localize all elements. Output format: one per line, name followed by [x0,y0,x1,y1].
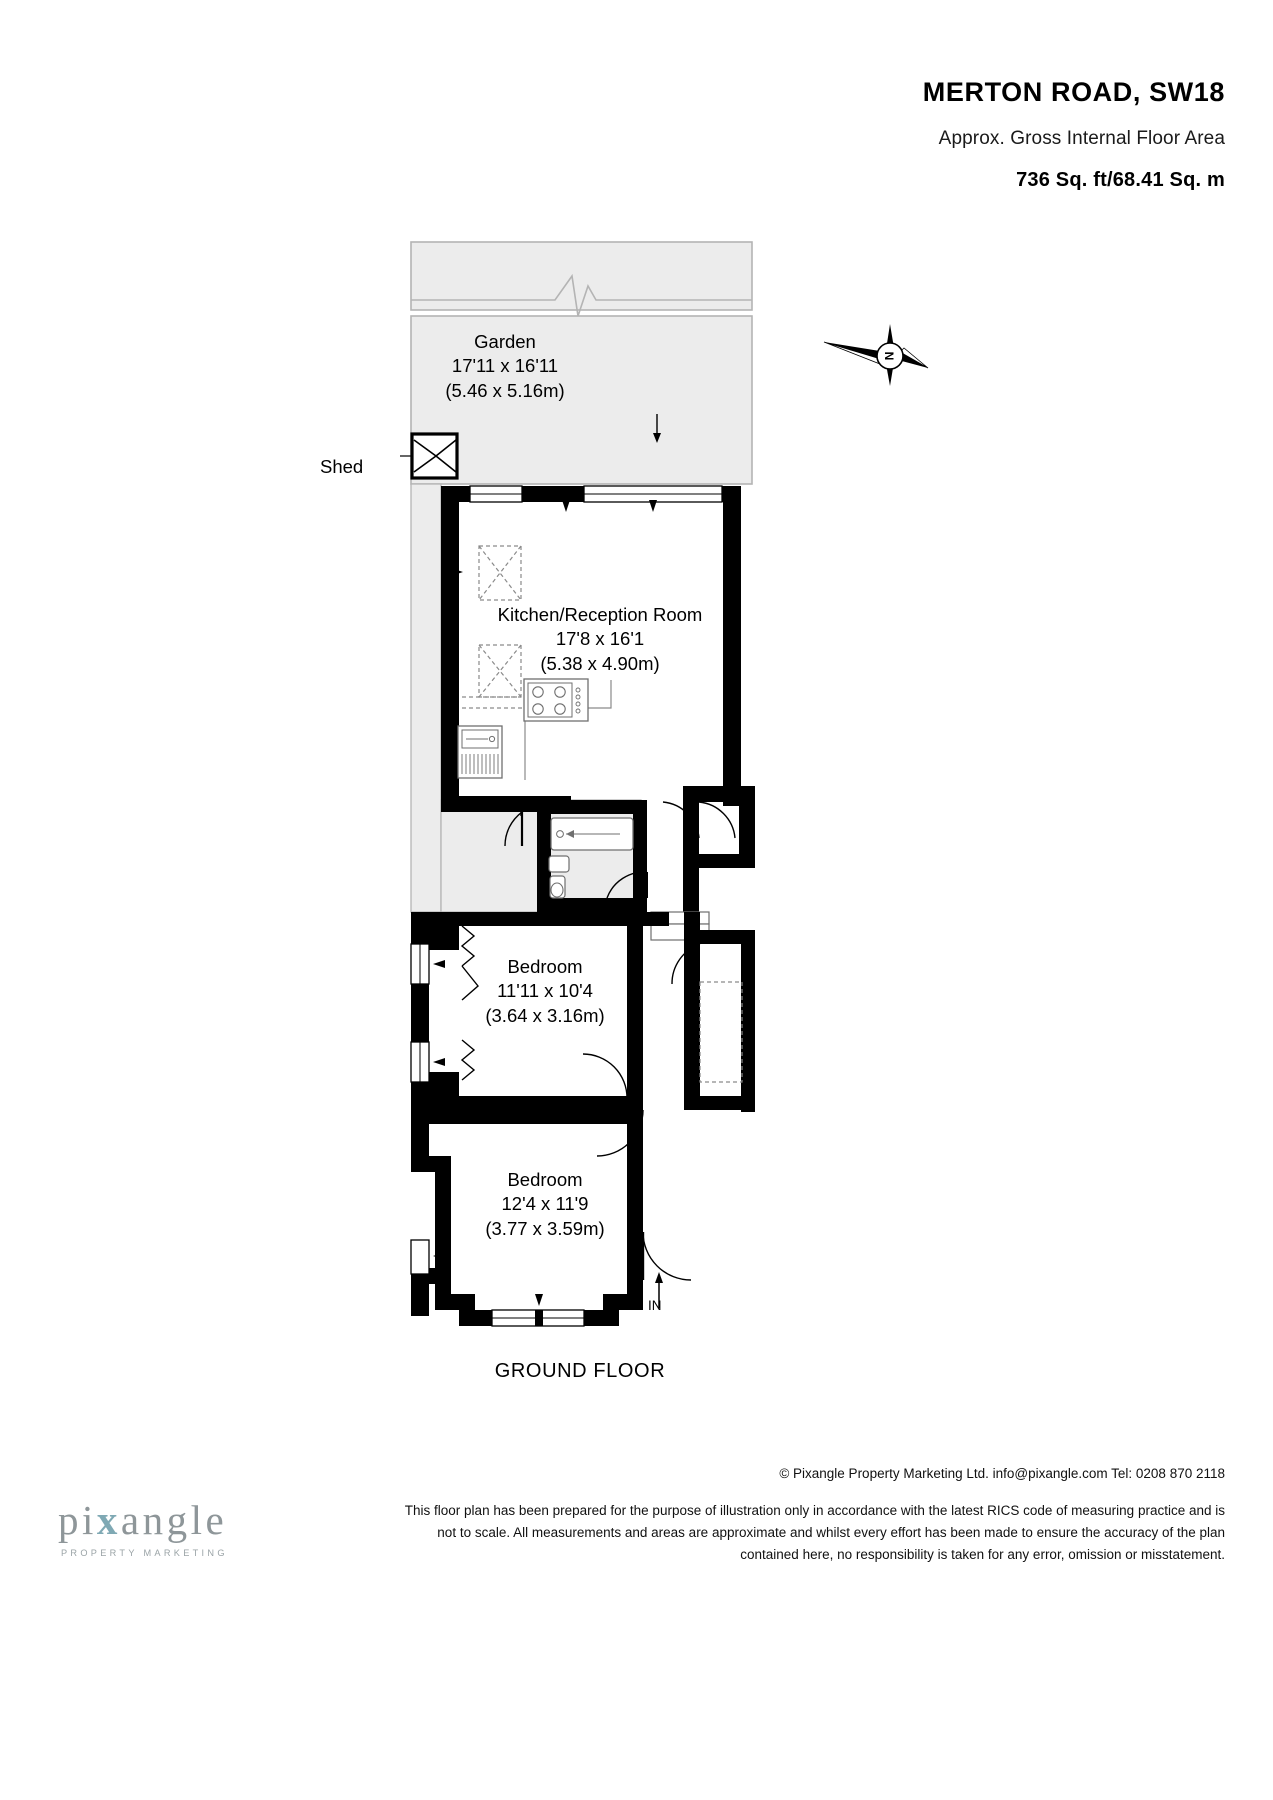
copyright-line: © Pixangle Property Marketing Ltd. info@… [779,1466,1225,1481]
logo-word-pre: pi [58,1497,97,1543]
kitchen-name: Kitchen/Reception Room [497,604,703,625]
kitchen-dim-imperial: 17'8 x 16'1 [555,628,645,650]
disclaimer-line-3: contained here, no responsibility is tak… [740,1546,1225,1562]
oven-appliance [457,725,503,779]
bedroom-2-dim-imperial: 12'4 x 11'9 [501,1193,589,1215]
bedroom-1-dim-imperial: 11'11 x 10'4 [497,980,593,1002]
disclaimer-line-1: This floor plan has been prepared for th… [404,1503,1225,1518]
logo-wordmark: pixangle [58,1500,268,1541]
bedroom-1-name: Bedroom [507,956,583,977]
room-label-bedroom-1: Bedroom 11'11 x 10'4 (3.64 x 3.16m) [420,955,670,1028]
room-label-garden: Garden 17'11 x 16'11 (5.46 x 5.16m) [360,330,650,403]
area-caption: Approx. Gross Internal Floor Area [938,127,1225,149]
logo-word-post: angle [120,1497,228,1543]
svg-text:N: N [882,352,896,361]
bedroom-2-dim-metric: (3.77 x 3.59m) [485,1217,605,1239]
logo-tagline: PROPERTY MARKETING [61,1548,228,1558]
garden-dim-imperial: 17'11 x 16'11 [451,355,559,377]
bathroom [537,800,648,912]
pixangle-logo: pixangle PROPERTY MARKETING [58,1500,268,1559]
hob-appliance [523,678,589,722]
page-title: MERTON ROAD, SW18 [922,77,1225,107]
entrance-label: IN [648,1298,662,1313]
garden-dim-metric: (5.46 x 5.16m) [445,379,565,401]
kitchen-dim-metric: (5.38 x 4.90m) [540,652,660,674]
shed-structure [400,432,459,480]
disclaimer-line-2: not to scale. All measurements and areas… [437,1524,1225,1540]
bedroom-2-name: Bedroom [507,1169,583,1190]
plan-header: MERTON ROAD, SW18 Approx. Gross Internal… [525,77,1225,192]
hallway [650,786,755,1112]
disclaimer-block: This floor plan has been prepared for th… [375,1500,1225,1566]
compass-rose: N [823,324,929,386]
floor-caption: GROUND FLOOR [494,1360,666,1382]
kitchen-door [504,811,524,847]
room-label-kitchen-reception: Kitchen/Reception Room 17'8 x 16'1 (5.38… [430,603,770,676]
garden-name: Garden [474,331,536,352]
total-floor-area: 736 Sq. ft/68.41 Sq. m [1016,168,1225,191]
shed-label: Shed [320,456,364,477]
bedroom-1-dim-metric: (3.64 x 3.16m) [485,1004,605,1026]
room-label-bedroom-2: Bedroom 12'4 x 11'9 (3.77 x 3.59m) [420,1168,670,1241]
logo-x-glyph: x [96,1497,121,1543]
